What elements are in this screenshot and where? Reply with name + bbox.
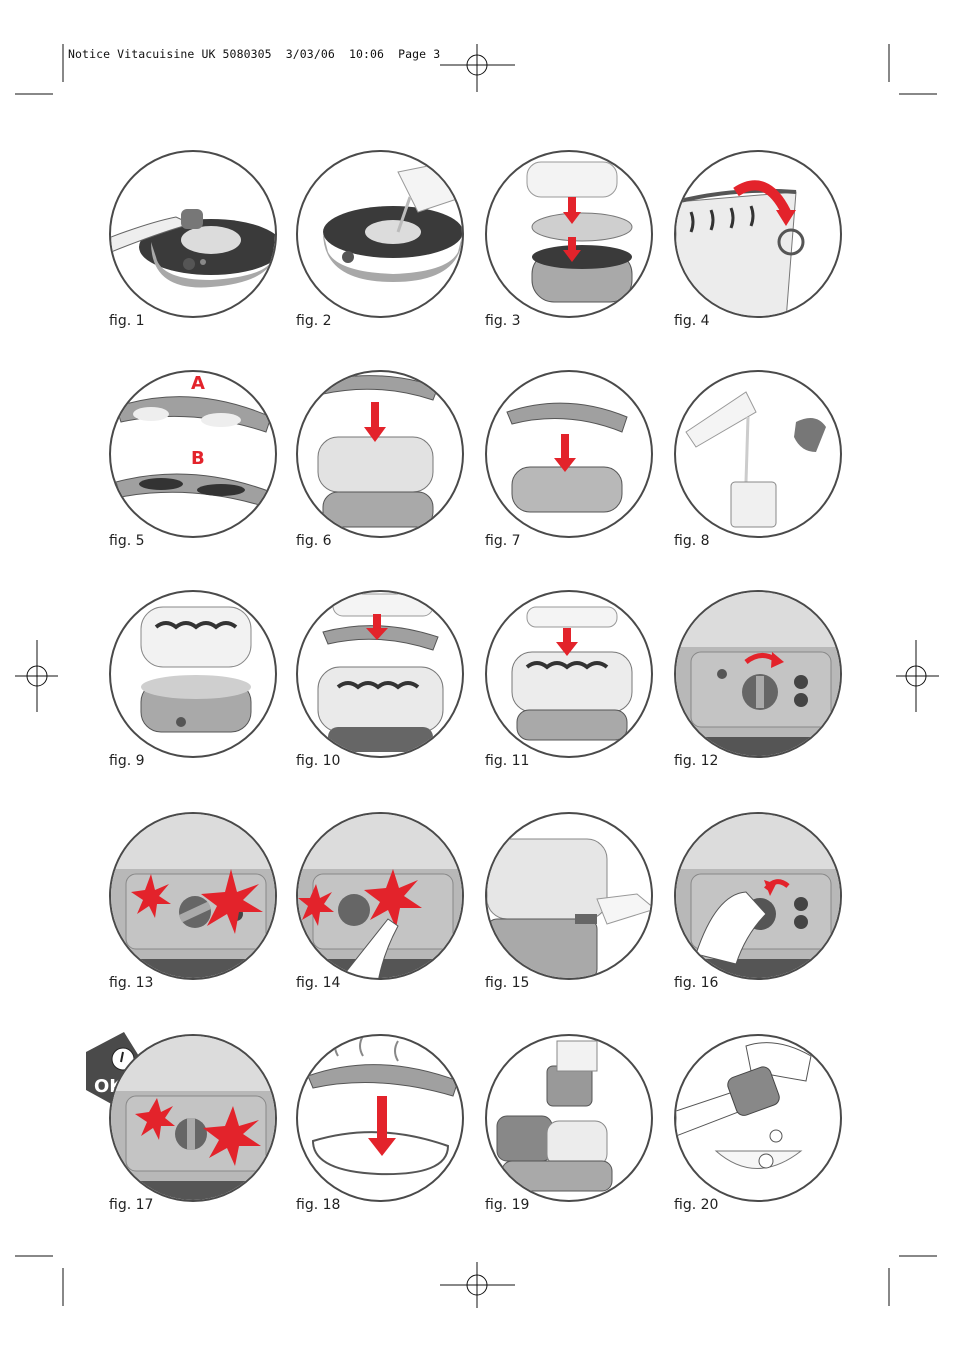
figure-3: fig. 3 xyxy=(485,150,653,330)
figure-4: fig. 4 xyxy=(674,150,842,330)
illustration-fill-water-reservoir xyxy=(109,150,277,318)
illustration-lid-on-basket xyxy=(485,590,653,758)
document-header: Notice Vitacuisine UK 5080305 3/03/06 10… xyxy=(68,47,441,61)
figure-label: fig. 7 xyxy=(485,533,521,549)
figure-label: fig. 14 xyxy=(296,975,341,991)
figure-9: fig. 9 xyxy=(109,590,277,770)
figure-label: fig. 11 xyxy=(485,753,530,769)
figure-label: fig. 6 xyxy=(296,533,332,549)
label-b: B xyxy=(191,448,205,469)
figure-2: fig. 2 xyxy=(296,150,464,330)
figure-20: fig. 20 xyxy=(674,1034,842,1214)
illustration-stack-with-lid xyxy=(296,590,464,758)
figure-label: fig. 1 xyxy=(109,313,145,329)
figure-label: fig. 5 xyxy=(109,533,145,549)
figure-19: fig. 19 xyxy=(485,1034,653,1214)
figure-label: fig. 9 xyxy=(109,753,145,769)
illustration-bowl-on-tray xyxy=(296,1034,464,1202)
figure-label: fig. 18 xyxy=(296,1197,341,1213)
figure-label: fig. 3 xyxy=(485,313,521,329)
figure-5: A B fig. 5 xyxy=(109,370,277,550)
figure-1: fig. 1 xyxy=(109,150,277,330)
figure-18: fig. 18 xyxy=(296,1034,464,1214)
illustration-remove-baskets xyxy=(485,1034,653,1202)
figure-label: fig. 12 xyxy=(674,753,719,769)
illustration-stack-parts xyxy=(485,150,653,318)
figure-13: fig. 13 xyxy=(109,812,277,992)
illustration-pour-water xyxy=(296,150,464,318)
illustration-serve-food xyxy=(674,1034,842,1202)
illustration-press-button xyxy=(296,812,464,980)
figure-label: fig. 17 xyxy=(109,1197,154,1213)
figure-label: fig. 20 xyxy=(674,1197,719,1213)
figure-label: fig. 19 xyxy=(485,1197,530,1213)
figure-label: fig. 13 xyxy=(109,975,154,991)
figure-11: fig. 11 xyxy=(485,590,653,770)
figure-17: fig. 17 xyxy=(109,1034,277,1214)
illustration-basket-on-base xyxy=(109,590,277,758)
figure-label: fig. 10 xyxy=(296,753,341,769)
figure-10: fig. 10 xyxy=(296,590,464,770)
figure-8: fig. 8 xyxy=(674,370,842,550)
illustration-place-bowl-on-baskets xyxy=(296,370,464,538)
figure-12: fig. 12 xyxy=(674,590,842,770)
figure-14: fig. 14 xyxy=(296,812,464,992)
illustration-lights-flashing xyxy=(109,812,277,980)
figure-label: fig. 8 xyxy=(674,533,710,549)
figure-label: fig. 4 xyxy=(674,313,710,329)
illustration-water-level-check xyxy=(485,812,653,980)
figure-15: fig. 15 xyxy=(485,812,653,992)
illustration-bowl-orientation xyxy=(109,370,277,538)
illustration-basket-handle xyxy=(674,150,842,318)
illustration-turn-knob-by-hand xyxy=(674,812,842,980)
illustration-turn-timer xyxy=(674,590,842,758)
illustration-cooking-done xyxy=(109,1034,277,1202)
illustration-place-bowl-on-base xyxy=(485,370,653,538)
figure-label: fig. 2 xyxy=(296,313,332,329)
figure-16: fig. 16 xyxy=(674,812,842,992)
illustration-rice-bowl xyxy=(674,370,842,538)
figure-6: fig. 6 xyxy=(296,370,464,550)
figure-label: fig. 15 xyxy=(485,975,530,991)
figure-label: fig. 16 xyxy=(674,975,719,991)
figure-7: fig. 7 xyxy=(485,370,653,550)
label-a: A xyxy=(191,373,205,394)
